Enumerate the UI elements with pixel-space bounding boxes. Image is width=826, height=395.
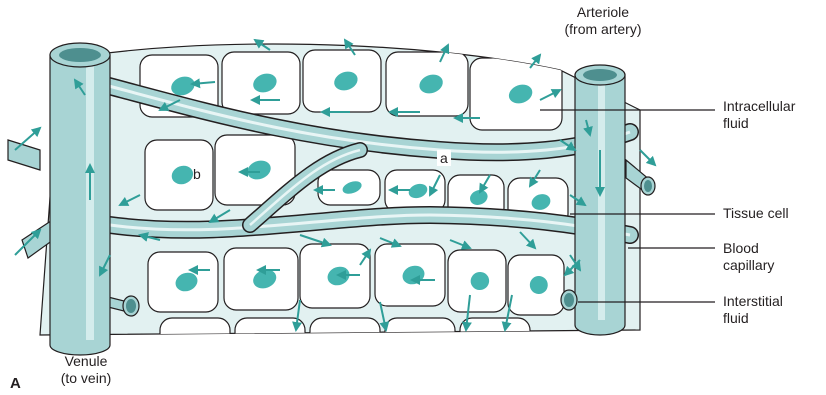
tissue-cell [385,318,455,348]
marker-b: b [193,166,201,182]
label-intracellular-fluid: Intracellular fluid [723,98,795,132]
arteriole-vessel [561,65,655,335]
tissue-cell [160,318,230,348]
flow-arrow [640,150,655,165]
marker-a: a [437,150,451,166]
label-arteriole: Arteriole (from artery) [548,4,658,38]
label-blood-capillary: Blood capillary [723,240,774,274]
tissue-cells [140,50,568,348]
panel-label: A [10,375,21,392]
label-tissue-cell: Tissue cell [723,205,789,222]
label-interstitial-fluid: Interstitial fluid [723,293,783,327]
label-venule: Venule (to vein) [46,353,126,387]
tissue-cell [460,318,530,348]
